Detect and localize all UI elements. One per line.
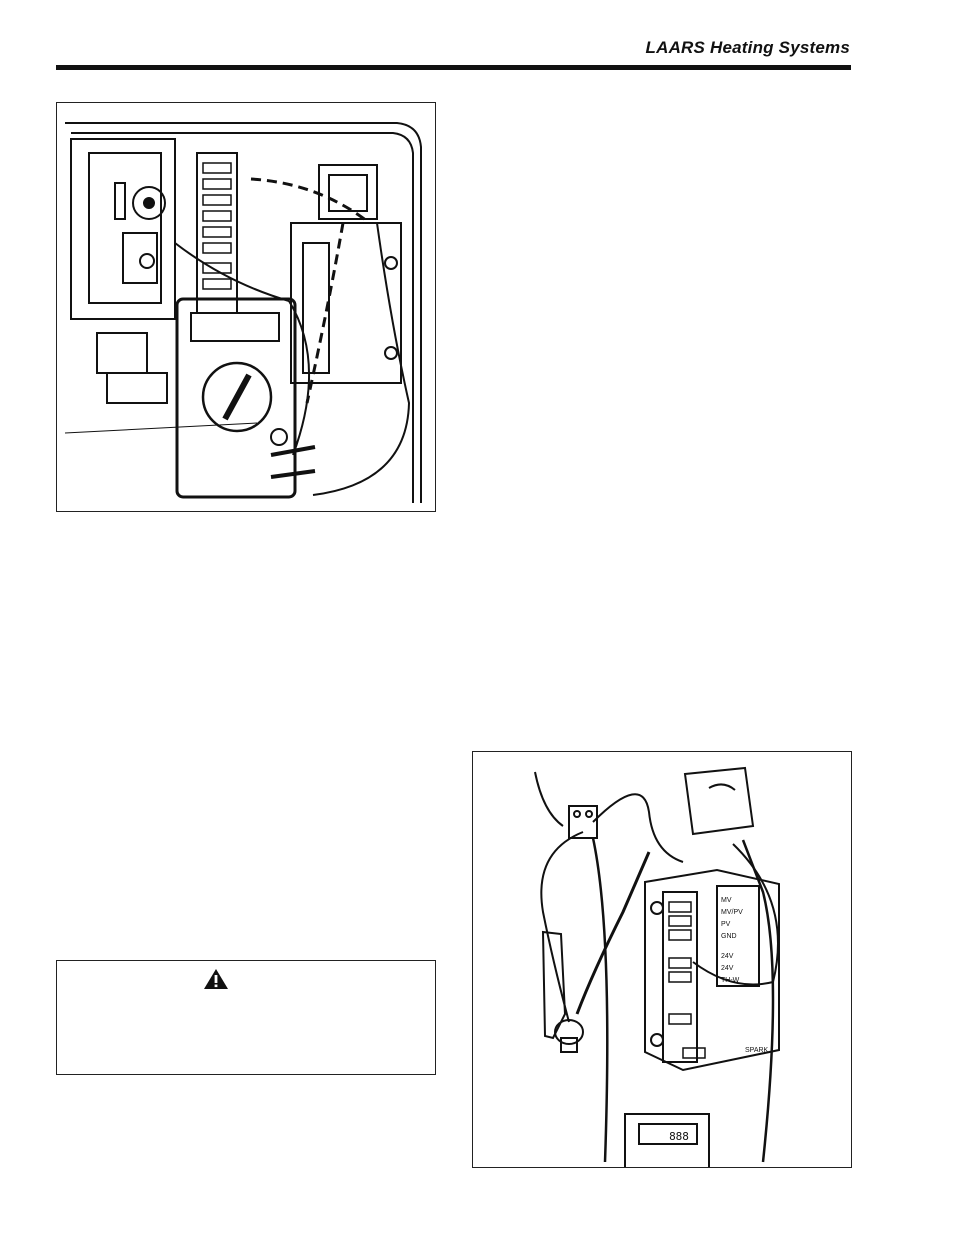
warning-triangle-icon (204, 969, 228, 989)
module-label-mv-pv: MV/PV (721, 909, 743, 916)
module-label-th-w: TH-W (721, 977, 740, 984)
multimeter-panel-illustration (64, 122, 422, 503)
module-label-mv: MV (721, 897, 732, 904)
figure-ignition-module: 888 MV MV/PV PV GND 24V 24V TH-W SPARK (472, 751, 852, 1168)
header-rule (56, 65, 851, 70)
module-label-pv: PV (721, 921, 731, 928)
figure-multimeter-panel (56, 102, 436, 512)
page-header-title: LAARS Heating Systems (645, 38, 850, 57)
module-label-24v-b: 24V (721, 965, 734, 972)
ignition-module-illustration: 888 MV MV/PV PV GND 24V 24V TH-W SPARK (534, 766, 780, 1167)
warning-box (56, 960, 436, 1075)
meter-readout: 888 (669, 1130, 689, 1143)
module-label-gnd: GND (721, 933, 737, 940)
module-label-24v-a: 24V (721, 953, 734, 960)
module-label-spark: SPARK (745, 1047, 769, 1054)
